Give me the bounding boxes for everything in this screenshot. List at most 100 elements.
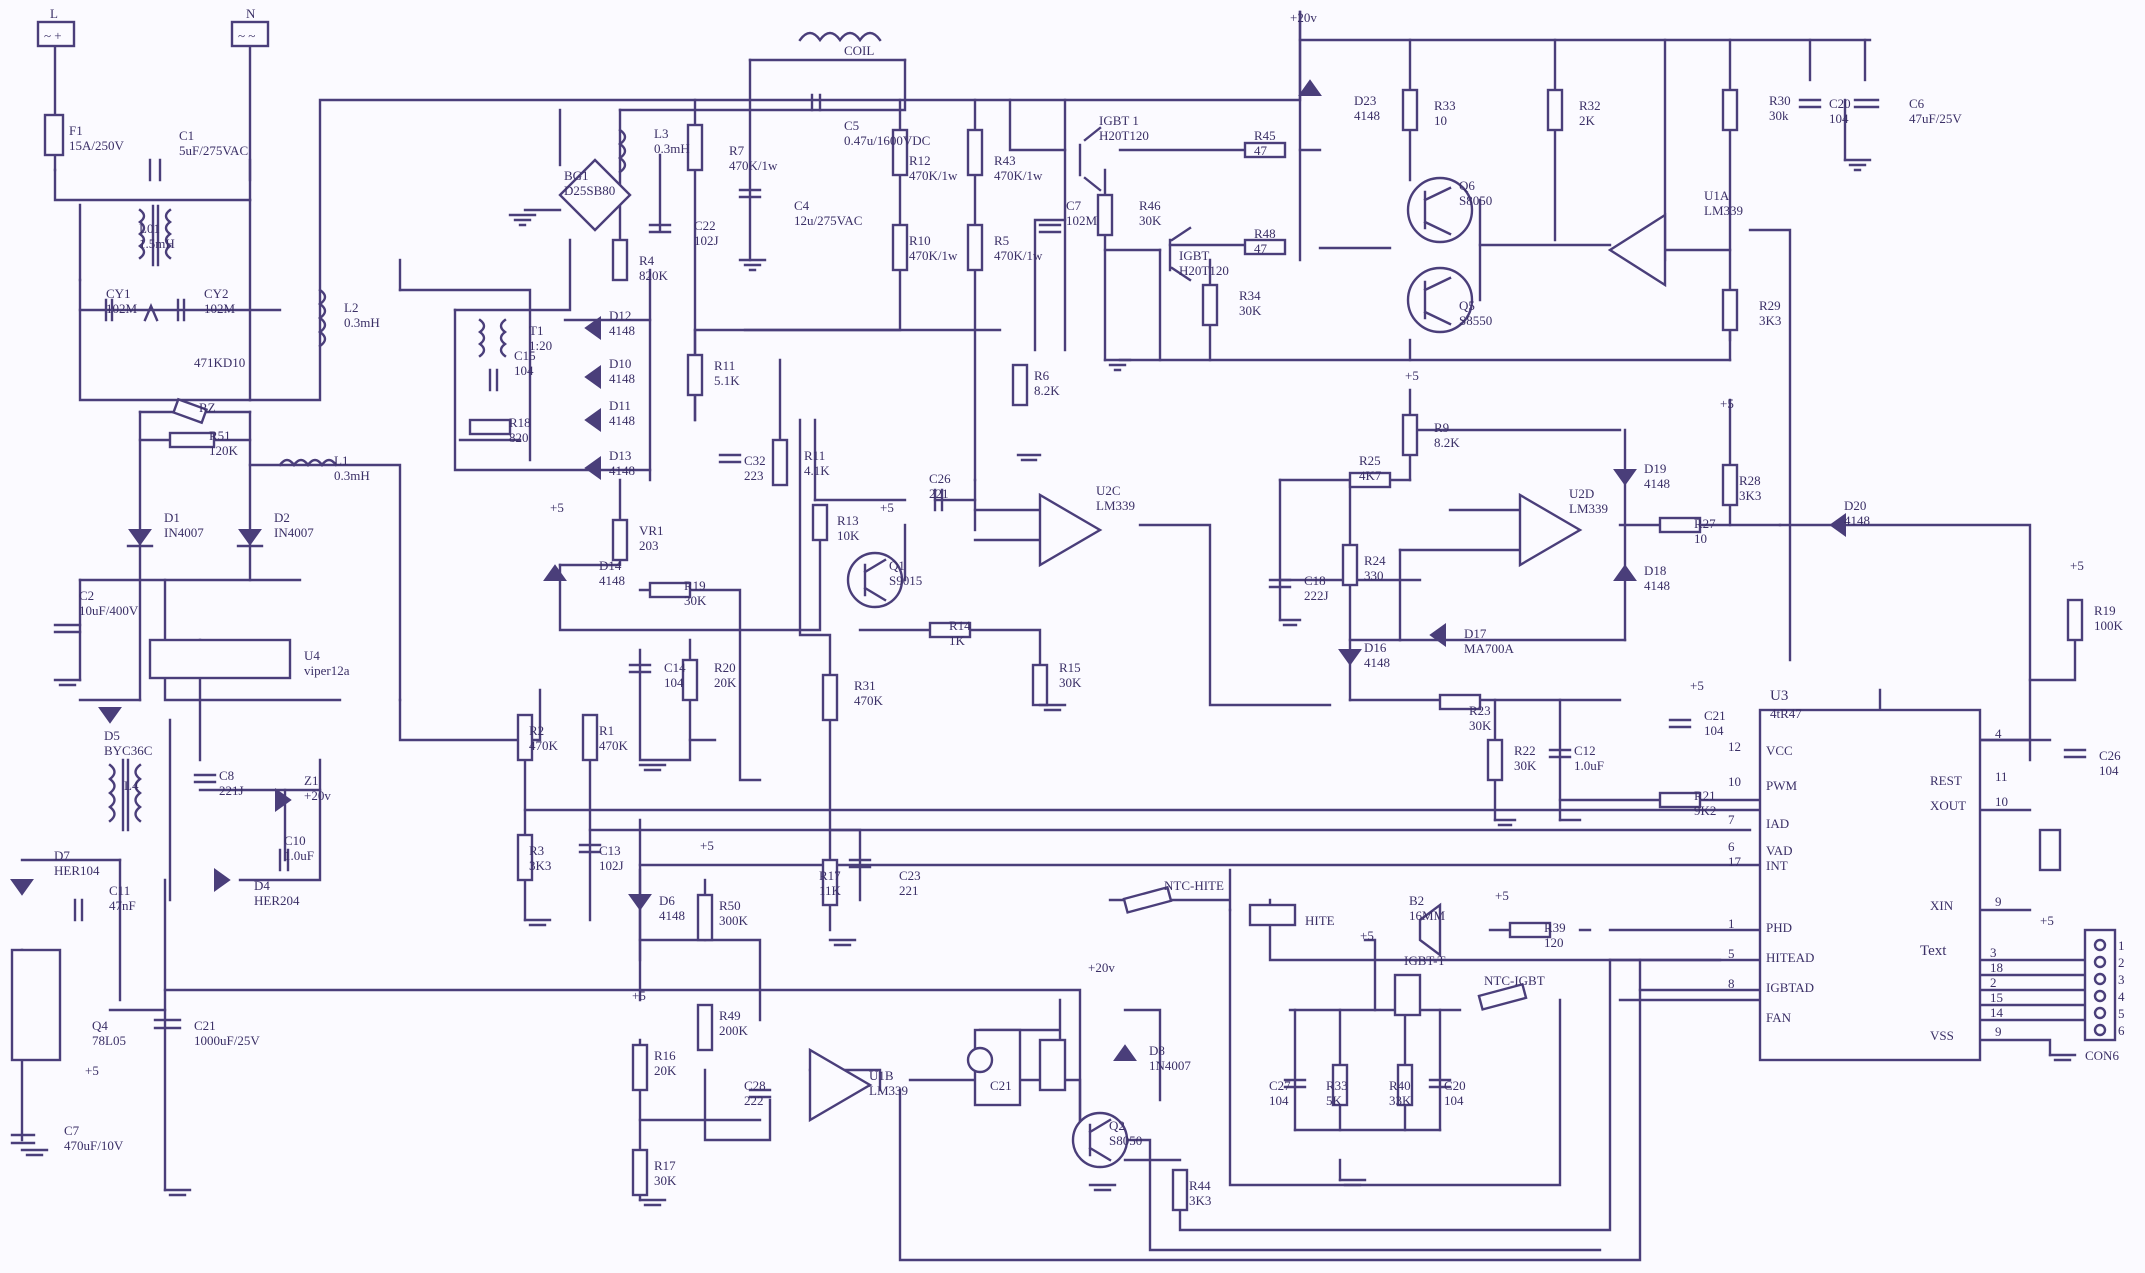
ref-d5: D5 xyxy=(104,728,120,743)
ref-igbt2: IGBT xyxy=(1179,248,1209,263)
ref-r49: R49 xyxy=(719,1008,741,1023)
ref-r18: R18 xyxy=(509,415,531,430)
value-d20: 4148 xyxy=(1844,513,1870,528)
ref-r29: R29 xyxy=(1759,298,1781,313)
value-d5: BYC36C xyxy=(104,743,152,758)
ref-z1: Z1 xyxy=(304,773,318,788)
ref-r30: R30 xyxy=(1769,93,1791,108)
ref-d19: D19 xyxy=(1644,461,1666,476)
supply-5v-label-4: +5 xyxy=(1720,396,1734,411)
con6-pin-label: 5 xyxy=(2118,1006,2125,1021)
supply-20v-label-fan: +20v xyxy=(1088,960,1115,975)
ref-r7: R7 xyxy=(729,143,745,158)
terminal-l-label: L xyxy=(50,6,58,21)
value-t1: 1:20 xyxy=(529,338,552,353)
value-r30: 30k xyxy=(1769,108,1789,123)
value-r51: 120K xyxy=(209,443,239,458)
value-l2: 0.3mH xyxy=(344,315,380,330)
ref-r5: R5 xyxy=(994,233,1009,248)
value-igbt-t: IGBT-T xyxy=(1404,953,1445,968)
ref-c2: C2 xyxy=(79,588,94,603)
value-r49: 200K xyxy=(719,1023,749,1038)
ref-c32: C32 xyxy=(744,453,766,468)
ref-r11: R11 xyxy=(714,358,735,373)
ref-r12: R12 xyxy=(909,153,931,168)
con6-pin-label: 3 xyxy=(2118,972,2125,987)
ref-r17b: R17 xyxy=(654,1158,676,1173)
ref-r33: R33 xyxy=(1434,98,1456,113)
value-c26: 221 xyxy=(929,486,949,501)
value-r19: 30K xyxy=(684,593,707,608)
ref-r40: R40 xyxy=(1389,1078,1411,1093)
con6-pin-label: 4 xyxy=(2118,989,2125,1004)
value-r11: 5.1K xyxy=(714,373,740,388)
ref-c5: C5 xyxy=(844,118,859,133)
u3-pin-name-left: VCC xyxy=(1766,743,1793,758)
u3-pin-number-right: 11 xyxy=(1995,769,2008,784)
value-c18: 222J xyxy=(1304,588,1329,603)
u3-connector-pin-number: 2 xyxy=(1990,975,1997,990)
ref-c21: C21 xyxy=(194,1018,216,1033)
u3-connector-pin-number: 15 xyxy=(1990,990,2003,1005)
label-ntc-hite: NTC-HITE xyxy=(1164,878,1224,893)
ref-r31: R31 xyxy=(854,678,876,693)
ref-r22: R22 xyxy=(1514,743,1536,758)
ref-u1b: U1B xyxy=(869,1068,894,1083)
value-r5: 470K/1w xyxy=(994,248,1043,263)
ref-r33b: R33 xyxy=(1326,1078,1348,1093)
value-r23: 30K xyxy=(1469,718,1492,733)
label-ntc-igbt: NTC-IGBT xyxy=(1484,973,1545,988)
ref-q6: Q6 xyxy=(1459,178,1475,193)
value-c11: 47nF xyxy=(109,898,136,913)
ref-c27: C27 xyxy=(1269,1078,1291,1093)
value-bg1: D25SB80 xyxy=(564,183,615,198)
value-q5: S8550 xyxy=(1459,313,1492,328)
ref-cy1: CY1 xyxy=(106,286,131,301)
u3-connector-pin-number: 3 xyxy=(1990,945,1997,960)
value-r46: 30K xyxy=(1139,213,1162,228)
u3-title: U3 xyxy=(1770,688,1788,704)
value-cy2: 102M xyxy=(204,301,236,316)
u3-pin-number-right: 9 xyxy=(1995,1024,2002,1039)
value-r48: 47 xyxy=(1254,241,1268,256)
ref-d20: D20 xyxy=(1844,498,1866,513)
